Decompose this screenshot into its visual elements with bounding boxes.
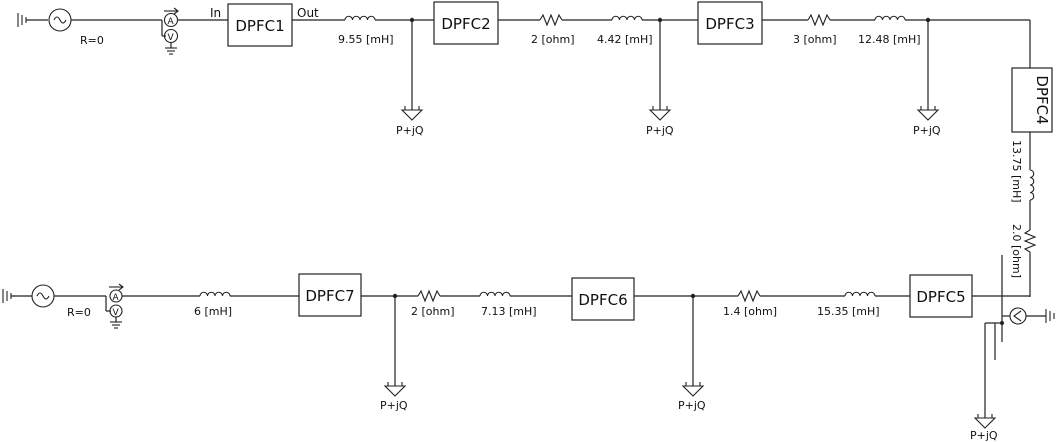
resistor-icon xyxy=(1023,229,1037,253)
pq-load-icon xyxy=(400,106,424,121)
top-inductor-3-value: 12.48 [mH] xyxy=(858,33,921,46)
svg-text:A: A xyxy=(113,293,120,303)
svg-text:V: V xyxy=(168,33,175,43)
dpfc6-block xyxy=(571,277,635,321)
resistor-icon xyxy=(807,13,831,27)
inductor-icon xyxy=(199,291,231,297)
current-arrow-icon xyxy=(109,283,124,291)
bottom-inductor-5-value: 15.35 [mH] xyxy=(817,305,880,318)
current-arrow-icon xyxy=(164,7,179,15)
voltmeter-icon: V xyxy=(163,28,179,44)
top-inductor-1-value: 9.55 [mH] xyxy=(338,33,394,46)
ac-source-icon xyxy=(48,8,72,32)
voltmeter-icon: V xyxy=(109,304,123,318)
pq-load-icon xyxy=(648,106,672,121)
dpfc7-block xyxy=(298,273,362,317)
load-6-label: P+jQ xyxy=(678,399,706,412)
dpfc1-out-label: Out xyxy=(297,6,319,20)
ammeter-icon: A xyxy=(109,289,123,303)
bottom-inductor-7-value: 6 [mH] xyxy=(194,305,232,318)
right-inductor-value: 13.75 [mH] xyxy=(1010,140,1023,203)
load-2-label: P+jQ xyxy=(646,124,674,137)
inductor-icon xyxy=(1029,169,1035,201)
ground-icon xyxy=(17,13,27,27)
resistor-icon xyxy=(737,289,761,303)
inductor-icon xyxy=(844,291,876,297)
dpfc1-block xyxy=(227,3,293,47)
top-resistor-2-value: 2 [ohm] xyxy=(531,33,575,46)
inductor-icon xyxy=(344,15,376,21)
dpfc1-label: DPFC1 xyxy=(235,17,284,35)
inductor-icon xyxy=(611,15,643,21)
pq-load-icon xyxy=(973,414,997,429)
bottom-inductor-6-value: 7.13 [mH] xyxy=(481,305,537,318)
ac-source-icon xyxy=(1009,307,1027,325)
right-resistor-value: 2.0 [ohm] xyxy=(1010,224,1023,278)
resistor-icon xyxy=(539,13,563,27)
ground-icon xyxy=(110,321,122,329)
right-branch: DPFC4 13.75 [mH] 2.0 [ohm] xyxy=(1010,20,1053,297)
dpfc5-label: DPFC5 xyxy=(916,288,965,306)
svg-text:A: A xyxy=(168,17,175,27)
ground-icon xyxy=(165,47,177,55)
pq-load-icon xyxy=(681,382,705,397)
ground-icon xyxy=(2,289,12,303)
dpfc2-label: DPFC2 xyxy=(441,15,490,33)
pq-load-icon xyxy=(383,382,407,397)
svg-text:V: V xyxy=(113,308,120,318)
load-1-label: P+jQ xyxy=(396,124,424,137)
inductor-icon xyxy=(874,15,906,21)
resistor-icon xyxy=(417,289,441,303)
pq-load-icon xyxy=(916,106,940,121)
top-resistor-3-value: 3 [ohm] xyxy=(793,33,837,46)
dpfc7-label: DPFC7 xyxy=(305,287,354,305)
bottom-resistor-5-value: 1.4 [ohm] xyxy=(723,305,777,318)
dpfc4-label: DPFC4 xyxy=(1033,75,1051,124)
dpfc6-label: DPFC6 xyxy=(578,291,627,309)
inductor-icon xyxy=(479,291,511,297)
load-5-label: P+jQ xyxy=(970,429,998,442)
top-feeder: R=0 A V In Out DPFC1 9. xyxy=(17,1,1030,137)
dpfc3-block xyxy=(697,1,763,45)
bottom-feeder: R=0 A V 6 [mH] DPFC7 xyxy=(2,255,1055,442)
bottom-resistor-6-value: 2 [ohm] xyxy=(411,305,455,318)
top-inductor-2-value: 4.42 [mH] xyxy=(597,33,653,46)
ground-icon xyxy=(1045,309,1055,323)
load-3-label: P+jQ xyxy=(913,124,941,137)
load-7-label: P+jQ xyxy=(380,399,408,412)
top-source-resistance: R=0 xyxy=(80,34,104,47)
dpfc2-block xyxy=(433,1,499,45)
dpfc1-in-label: In xyxy=(210,6,221,20)
ac-source-icon xyxy=(31,284,55,308)
ammeter-icon: A xyxy=(163,12,179,28)
bottom-source-resistance: R=0 xyxy=(67,306,91,319)
dpfc3-label: DPFC3 xyxy=(705,15,754,33)
dpfc4-block xyxy=(1011,67,1053,133)
